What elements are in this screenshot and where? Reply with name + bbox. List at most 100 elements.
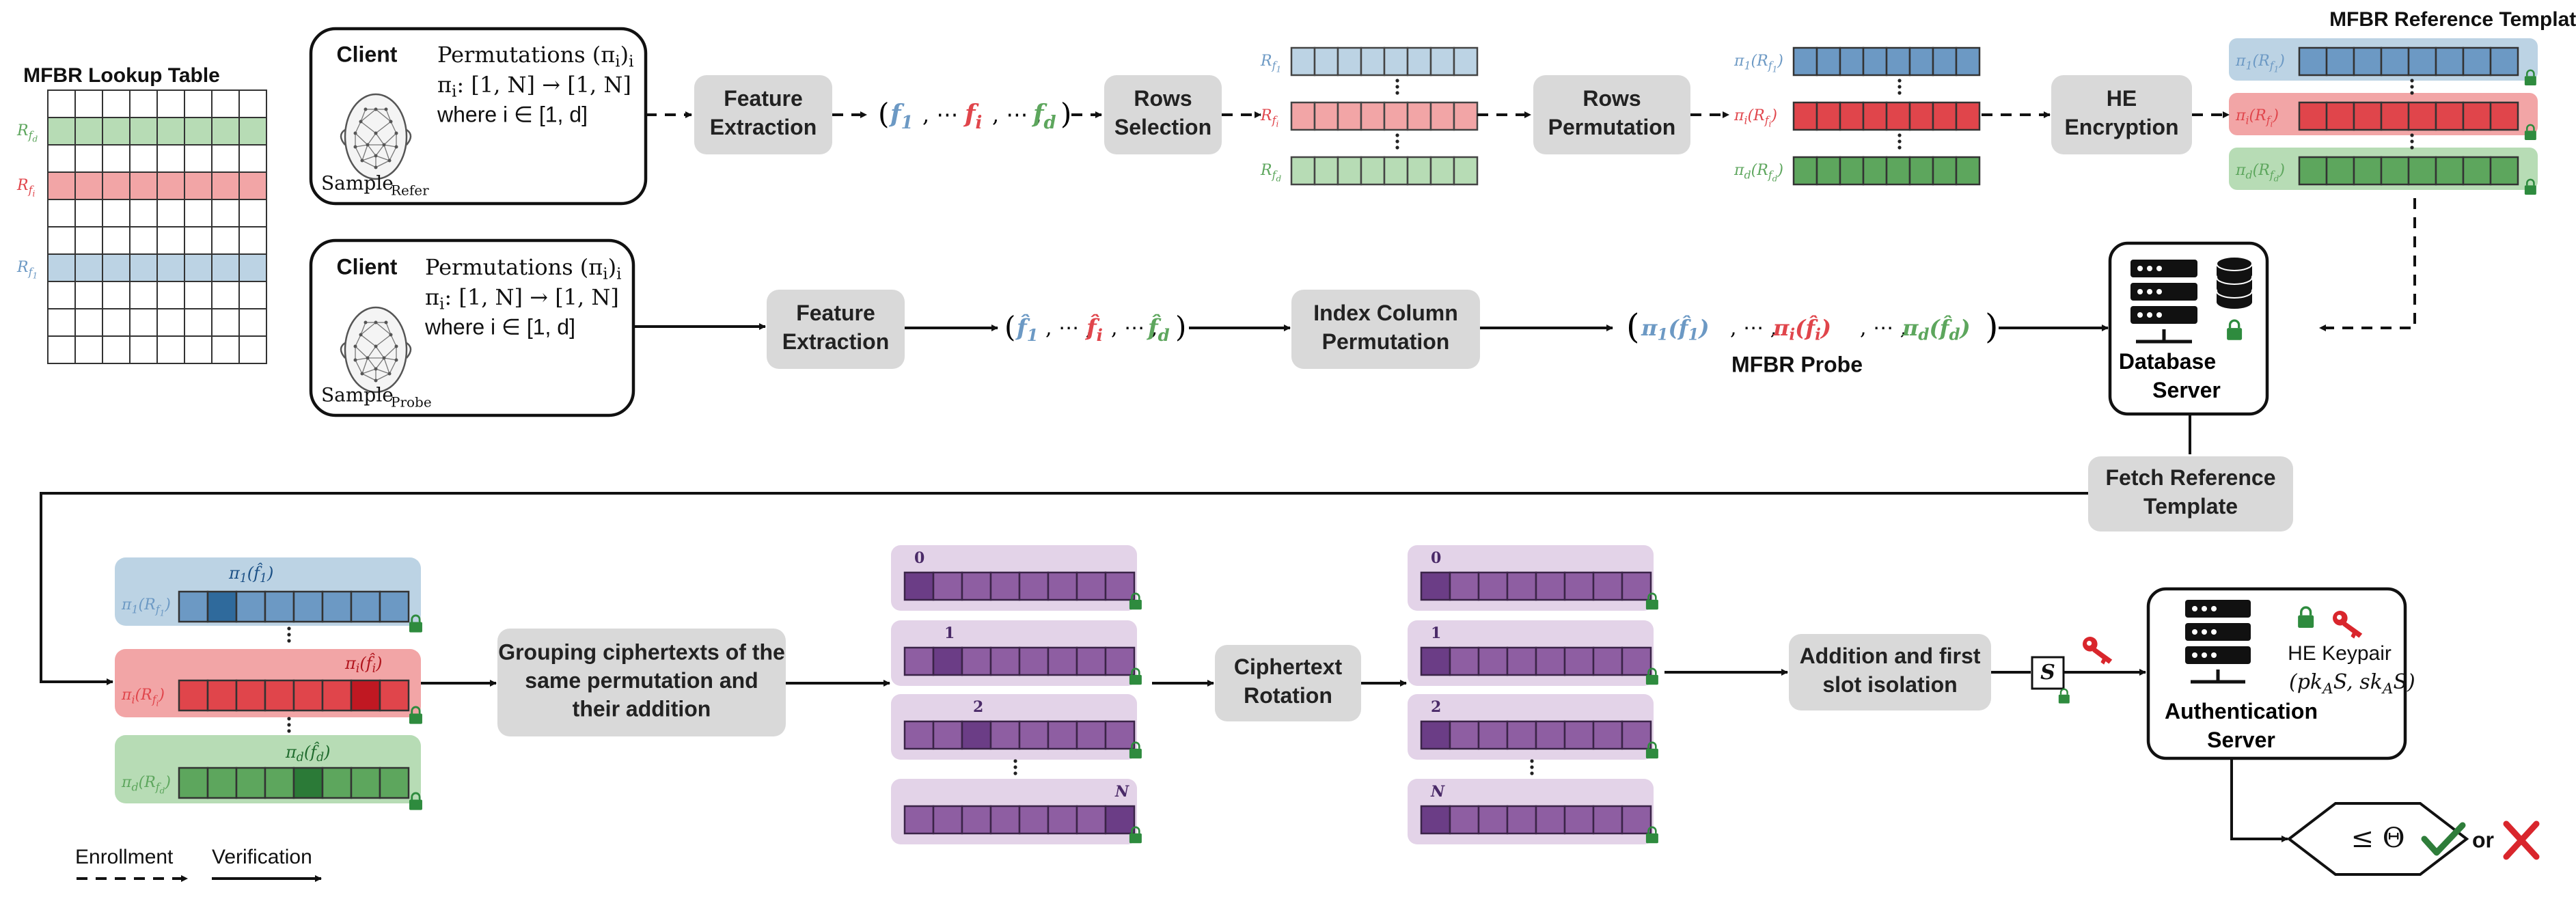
lookup-cell — [129, 281, 158, 309]
cipher-before-index: 2 — [973, 698, 983, 716]
face-mesh-line — [375, 133, 385, 146]
cipher-after-index: N — [1430, 783, 1445, 801]
cipher-before-row-cell — [903, 805, 935, 835]
template-row-f1-cell — [2325, 46, 2355, 77]
lookup-cell — [47, 308, 76, 337]
face-mesh-line — [375, 334, 392, 347]
cipher-after-row-cell — [1621, 646, 1652, 676]
probe-sample-label: Sample — [321, 384, 394, 406]
server-light — [2211, 652, 2217, 658]
lookup-cell — [74, 226, 103, 255]
probe-vector-term-i: πi​(f̂i​) — [1772, 315, 1831, 344]
server-light — [2156, 312, 2162, 318]
group-row-1-cell — [178, 590, 209, 623]
probe-vector-term-1: π1​(f̂1​) — [1641, 315, 1710, 344]
lookup-cell — [129, 226, 158, 255]
selected-row-label-fd: Rfd​ — [1260, 162, 1281, 183]
cipher-before-row-cell — [1047, 646, 1078, 676]
lock-shackle — [2525, 69, 2535, 77]
lock-shackle — [2300, 606, 2312, 616]
face-mesh-line — [375, 357, 385, 370]
face-mesh-point — [359, 120, 363, 124]
cipher-before-row-cell — [1104, 720, 1136, 750]
lock-body — [2524, 185, 2536, 195]
cipher-before-row-cell — [989, 805, 1021, 835]
face-mesh-point — [374, 378, 378, 383]
cipher-after-row-cell — [1506, 646, 1537, 676]
lock-icon — [409, 706, 422, 724]
lookup-cell — [102, 281, 131, 309]
permuted-row-fd-cell — [1955, 156, 1981, 186]
cipher-after-row-cell — [1506, 720, 1537, 750]
group-row-1-cell — [379, 590, 410, 623]
permuted-row-f1-cell — [1908, 46, 1934, 77]
probe-client-line3: where i ∈ [1, d] — [424, 314, 575, 339]
server-light — [2147, 289, 2152, 294]
lookup-cell — [47, 199, 76, 227]
face-mesh-line — [383, 144, 397, 148]
group-row-1-cell — [206, 590, 238, 623]
lookup-cell — [211, 308, 240, 337]
group-row-label-1: π1​(Rf1​) — [121, 596, 171, 618]
template-row-fd-cell — [2462, 156, 2492, 186]
cipher-after-row-cell — [1420, 805, 1451, 835]
group-row-1-cell — [292, 590, 324, 623]
cipher-after-row-cell — [1420, 571, 1451, 601]
cipher-before-row-cell — [961, 720, 992, 750]
lookup-cell — [184, 335, 213, 364]
lookup-cell — [156, 281, 185, 309]
face-mesh-point — [353, 145, 357, 149]
lookup-cell — [102, 171, 131, 200]
lock-shackle — [1647, 741, 1657, 749]
lock-shackle — [1647, 592, 1657, 600]
face-mesh-line — [367, 144, 376, 156]
probe-features-sep: , ⋯ , — [1045, 316, 1092, 340]
group-label-i: πi​(f̂i​) — [344, 652, 382, 675]
face-mesh-point — [374, 131, 378, 135]
group-row-i-cell — [178, 679, 209, 712]
face-mesh-line — [360, 121, 376, 134]
template-row-fd-cell — [2407, 156, 2437, 186]
lookup-cell — [238, 144, 267, 173]
lookup-cell — [47, 171, 76, 200]
template-row-fd-cell — [2353, 156, 2383, 186]
face-mesh-line — [385, 109, 392, 122]
probe-vector-term-d: πd​(f̂d​) — [1902, 315, 1971, 344]
selected-row-fd-cell — [1337, 156, 1362, 186]
lock-shackle — [411, 614, 421, 622]
lock-icon — [2524, 124, 2536, 140]
permuted-row-f1-cell — [1955, 46, 1981, 77]
lock-body — [2524, 76, 2536, 85]
server-icon — [2185, 600, 2251, 684]
lookup-cell — [74, 144, 103, 173]
cipher-after-row-cell — [1592, 571, 1623, 601]
selected-row-f1-cell — [1406, 46, 1432, 77]
group-row-i-cell — [379, 679, 410, 712]
face-mesh-line — [360, 334, 376, 347]
face-mesh-point — [364, 320, 368, 325]
lookup-cell — [156, 226, 185, 255]
lock-body — [2298, 615, 2314, 629]
permuted-row-fi-cell — [1862, 101, 1888, 131]
cross-icon — [2503, 820, 2540, 860]
probe-client-title: Client — [337, 254, 398, 279]
addition-isolation-box — [1789, 634, 1991, 710]
lock-shackle — [1131, 592, 1140, 600]
lock-body — [409, 799, 422, 810]
ellipsis-dot — [1897, 139, 1902, 143]
selected-row-fd-cell — [1429, 156, 1455, 186]
group-row-i-cell — [321, 679, 353, 712]
cipher-before-index: N — [1114, 783, 1129, 801]
cipher-before-row-cell — [1104, 646, 1136, 676]
enroll-features-sep: , ⋯ , — [922, 102, 972, 128]
cipher-after-row-cell — [1535, 646, 1566, 676]
template-row-fd-cell — [2489, 156, 2519, 186]
enroll-feature-extraction-box — [694, 75, 832, 154]
face-mesh-point — [384, 107, 388, 111]
face-mesh-line — [367, 346, 376, 359]
permuted-row-fi-cell — [1839, 101, 1865, 131]
